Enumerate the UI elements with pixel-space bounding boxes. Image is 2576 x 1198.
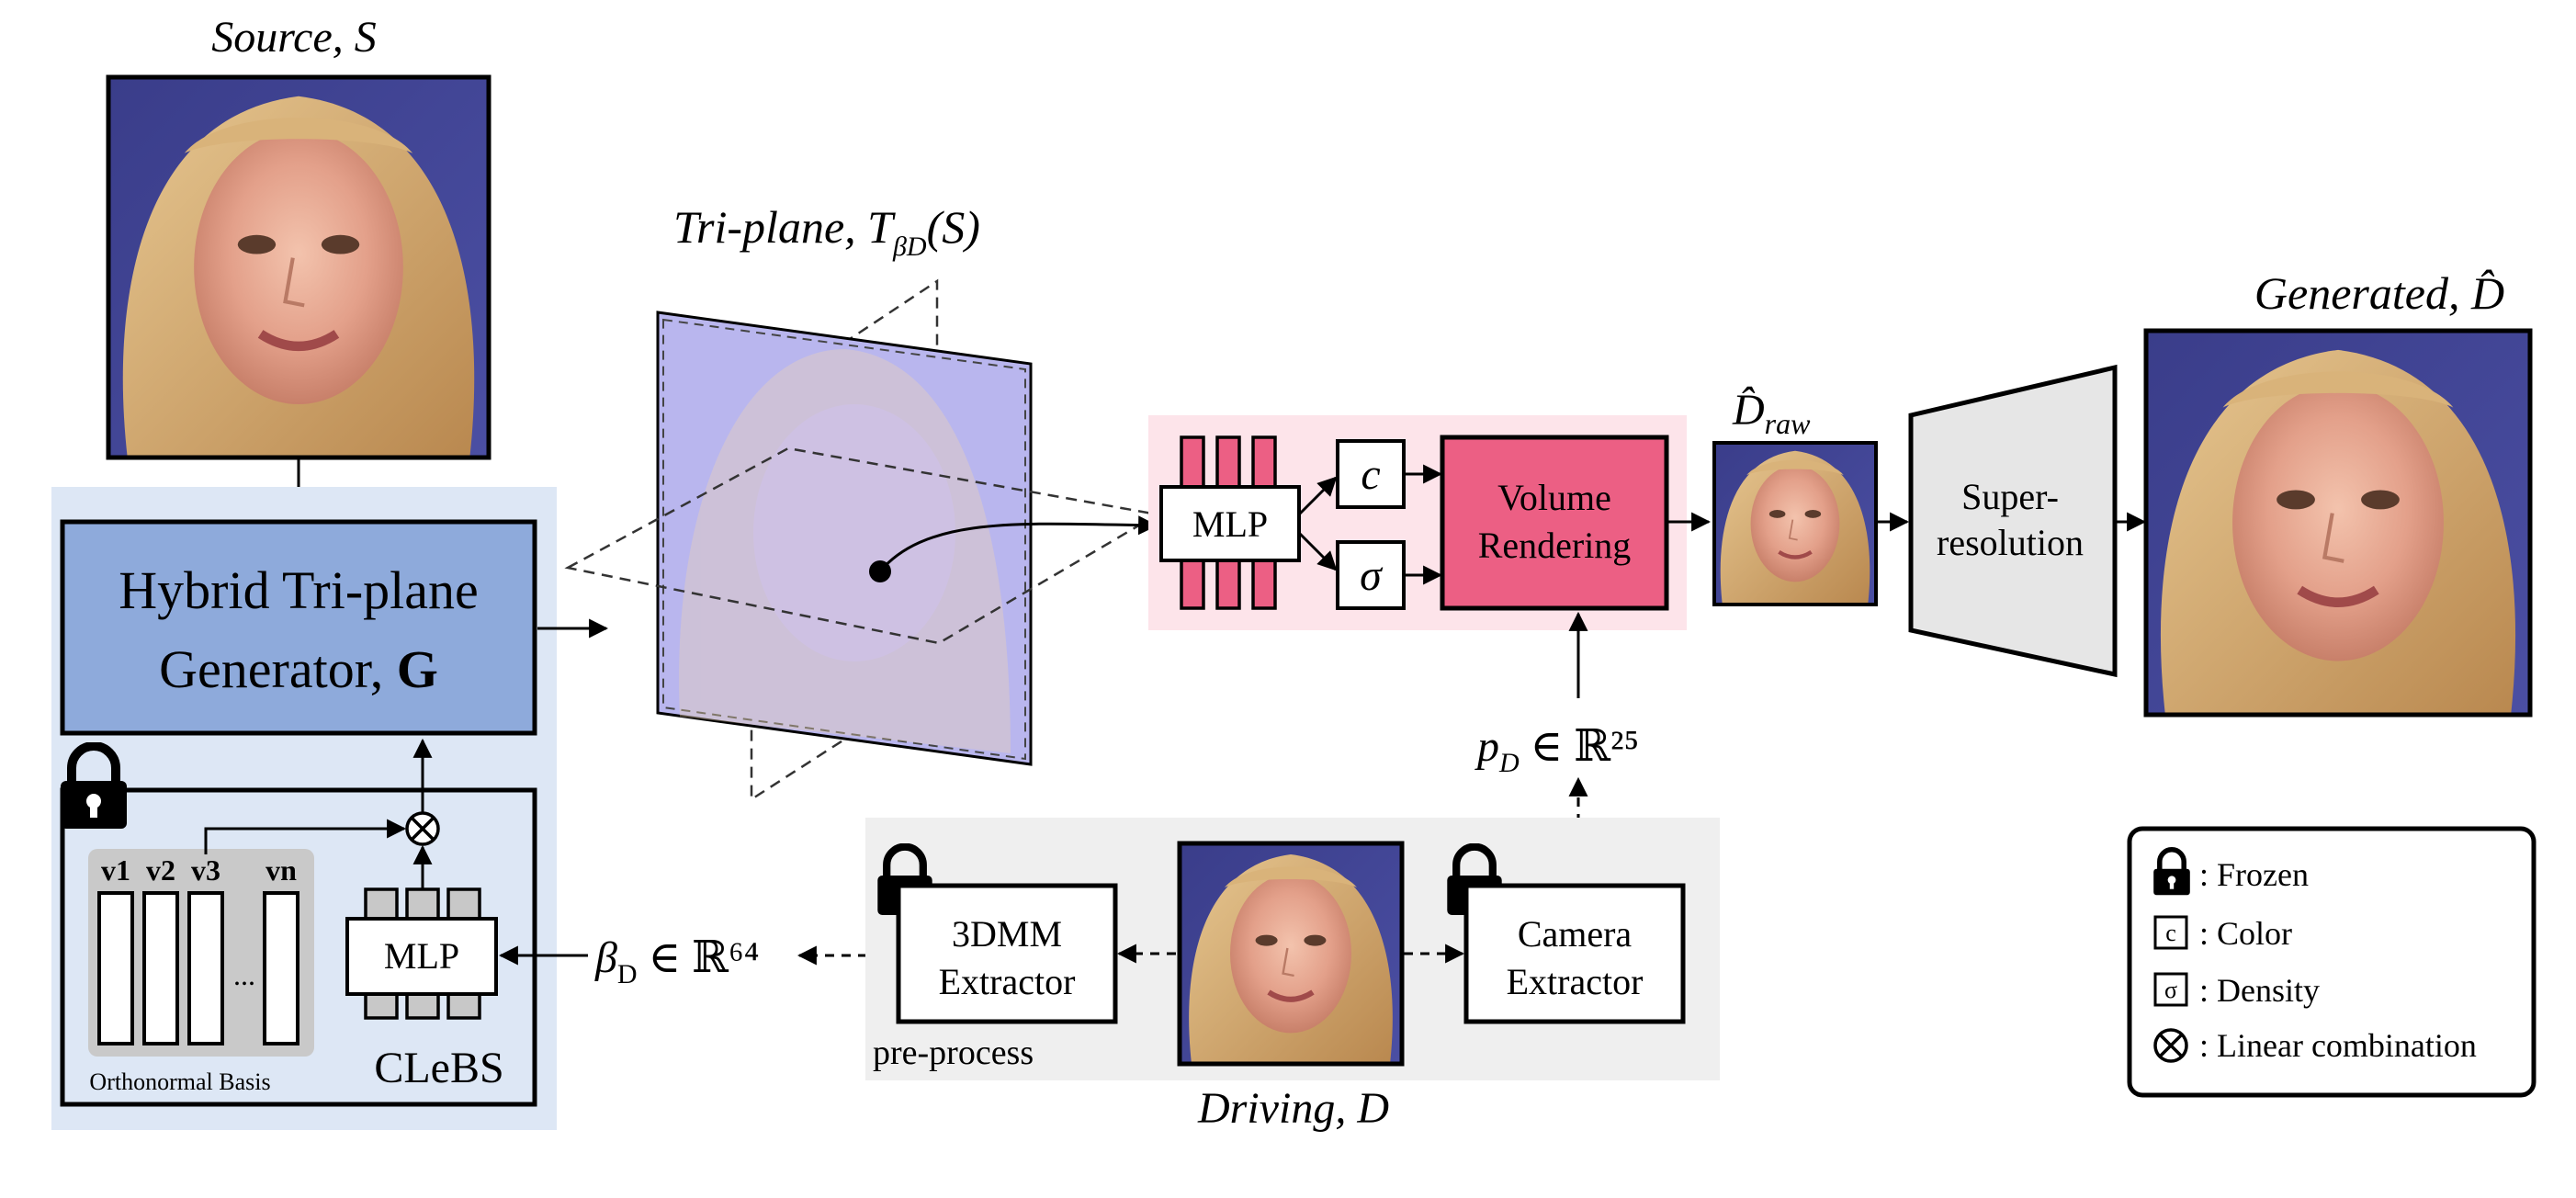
- basis-vector-label: v2: [146, 853, 175, 887]
- arrow-mlp-to-density: [1297, 531, 1338, 571]
- clebs-mlp: [345, 887, 498, 1020]
- triplane-label: Tri-plane, TβD(S): [673, 201, 980, 262]
- generated-image: [2143, 328, 2533, 718]
- triplane-visual: [564, 278, 1161, 802]
- volume-rendering-line2: Rendering: [1478, 525, 1632, 566]
- basis-ellipsis: ...: [233, 958, 255, 991]
- basis-vector-label: v3: [191, 853, 220, 887]
- volume-rendering-box: [1440, 435, 1669, 611]
- legend-color: : Color: [2199, 915, 2292, 952]
- camera-extractor-line1: Camera: [1518, 913, 1633, 955]
- 3dmm-extractor-box: [896, 883, 1118, 1024]
- draw-label: D̂raw: [1732, 385, 1811, 440]
- basis-vector-label: vn: [266, 853, 297, 887]
- super-resolution-line2: resolution: [1937, 522, 2084, 563]
- legend-linear: : Linear combination: [2199, 1027, 2477, 1064]
- camera-extractor-box: [1463, 883, 1686, 1024]
- arrow-basis-to-combination: [204, 819, 407, 854]
- orthonormal-basis-label: Orthonormal Basis: [89, 1068, 270, 1095]
- beta-label: βD ∈ ℝ⁶⁴: [594, 933, 759, 989]
- super-resolution-line1: Super-: [1961, 476, 2059, 517]
- legend-density-icon: σ: [2164, 977, 2177, 1003]
- legend-linear-combination-icon: [2153, 1028, 2188, 1063]
- clebs-mlp-label: MLP: [384, 935, 459, 977]
- generator-box: [60, 519, 537, 736]
- render-mlp-label: MLP: [1192, 503, 1268, 545]
- color-symbol: c: [1361, 450, 1380, 499]
- legend-frozen: : Frozen: [2199, 856, 2309, 893]
- source-image: [106, 74, 491, 460]
- clebs-box: [60, 787, 537, 1107]
- legend-color-icon: c: [2165, 920, 2176, 946]
- 3dmm-extractor-line2: Extractor: [939, 961, 1076, 1002]
- generator-label-line1: Hybrid Tri-plane: [119, 560, 479, 620]
- legend-box: [2127, 826, 2536, 1098]
- pose-label: pD ∈ ℝ²⁵: [1474, 722, 1639, 778]
- render-mlp: [1159, 435, 1301, 610]
- draw-image: [1712, 441, 1878, 606]
- legend-density: : Density: [2199, 972, 2320, 1009]
- basis-vector-label: v1: [101, 853, 130, 887]
- driving-label: Driving, D: [1197, 1084, 1389, 1133]
- basis-vector-bar: [97, 891, 134, 1045]
- generator-label-line2: Generator, G: [159, 639, 438, 699]
- driving-image: [1177, 841, 1405, 1067]
- density-symbol: σ: [1360, 551, 1384, 600]
- color-box: [1336, 439, 1406, 509]
- legend-color-icon-box: [2153, 915, 2188, 950]
- basis-vector-bar: [142, 891, 179, 1045]
- linear-combination-icon: [405, 811, 440, 846]
- basis-vector-bar: [187, 891, 224, 1045]
- 3dmm-extractor-line1: 3DMM: [952, 913, 1062, 955]
- basis-vector-bar: [263, 891, 299, 1045]
- clebs-label: CLeBS: [374, 1044, 503, 1092]
- density-box: [1336, 540, 1406, 610]
- generated-label: Generated, D̂: [2254, 267, 2504, 319]
- arrow-sample-to-mlp: [878, 515, 1158, 572]
- super-resolution-box: [1908, 364, 2118, 678]
- basis-vectors: [97, 891, 299, 1045]
- source-label: Source, S: [211, 13, 377, 62]
- arrow-mlp-to-color: [1297, 476, 1338, 516]
- preprocess-label: pre-process: [873, 1034, 1034, 1072]
- volume-rendering-line1: Volume: [1497, 477, 1611, 518]
- camera-extractor-line2: Extractor: [1507, 961, 1644, 1002]
- legend-density-icon-box: [2153, 972, 2188, 1007]
